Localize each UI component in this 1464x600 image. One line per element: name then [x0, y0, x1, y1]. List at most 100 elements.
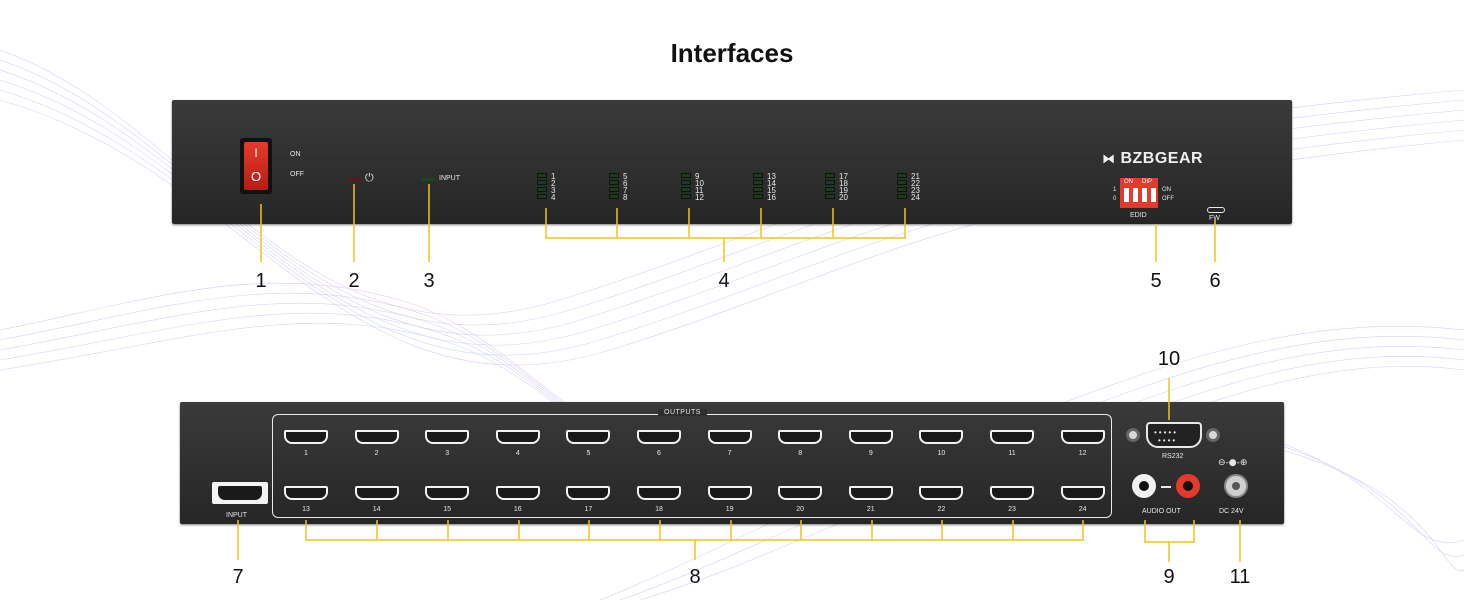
dc-polarity-symbol: ⊖-●-⊕: [1218, 458, 1248, 468]
dip-switch-1[interactable]: [1124, 188, 1129, 202]
hdmi-output-port[interactable]: 23: [990, 486, 1034, 513]
rs232-screw-right: [1206, 428, 1220, 442]
hdmi-output-port[interactable]: 13: [284, 486, 328, 513]
hdmi-output-port[interactable]: 11: [990, 430, 1034, 457]
hdmi-output-port[interactable]: 22: [919, 486, 964, 513]
output-led-label: 15: [767, 186, 776, 195]
audio-divider: [1161, 486, 1171, 488]
hdmi-output-port[interactable]: 2: [354, 430, 399, 457]
hdmi-output-port[interactable]: 21: [848, 486, 893, 513]
callout-9: 9: [1163, 566, 1175, 588]
hdmi-connector: [566, 430, 611, 444]
output-led: [681, 173, 691, 178]
hdmi-output-port[interactable]: 16: [495, 486, 540, 513]
callout-8: 8: [689, 566, 701, 588]
hdmi-output-port[interactable]: 7: [707, 430, 752, 457]
hdmi-output-port[interactable]: 19: [707, 486, 752, 513]
rocker-on-mark: I: [254, 146, 258, 160]
callout-5: 5: [1150, 270, 1162, 292]
hdmi-output-number: 9: [868, 450, 873, 457]
hdmi-output-port[interactable]: 4: [495, 430, 540, 457]
hdmi-output-port[interactable]: 5: [566, 430, 611, 457]
hdmi-output-number: 2: [374, 450, 379, 457]
hdmi-output-port[interactable]: 8: [778, 430, 823, 457]
output-led-label: 13: [767, 172, 776, 181]
hdmi-output-port[interactable]: 12: [1060, 430, 1105, 457]
hdmi-connector: [707, 430, 752, 444]
rs232-screw-left: [1126, 428, 1140, 442]
output-led-label: 1: [551, 172, 556, 181]
output-led: [537, 194, 547, 199]
audio-out-right-jack[interactable]: [1176, 474, 1200, 498]
output-led: [681, 194, 691, 199]
hdmi-connector: [425, 486, 470, 500]
hdmi-output-number: 20: [796, 506, 805, 513]
hdmi-output-port[interactable]: 3: [425, 430, 470, 457]
output-led: [609, 194, 619, 199]
dip-right-on: ON: [1162, 187, 1171, 193]
hdmi-output-number: 3: [445, 450, 450, 457]
dip-switch-3[interactable]: [1142, 188, 1147, 202]
brand-logo-mark: ⧓: [1102, 152, 1116, 167]
callout-1: 1: [255, 270, 267, 292]
hdmi-connector: [990, 486, 1034, 500]
output-led: [609, 180, 619, 185]
hdmi-output-number: 13: [302, 506, 310, 513]
output-led: [753, 173, 763, 178]
rocker-off-mark: O: [250, 169, 262, 184]
brand-logo: ⧓ BZBGEAR: [1102, 150, 1203, 168]
hdmi-connector: [284, 430, 328, 444]
hdmi-output-port[interactable]: 20: [778, 486, 823, 513]
fw-label: FW: [1209, 215, 1220, 222]
callout-2: 2: [348, 270, 360, 292]
callout-11: 11: [1229, 566, 1251, 588]
output-led: [537, 187, 547, 192]
hdmi-output-number: 18: [655, 506, 663, 513]
hdmi-input-port[interactable]: [212, 482, 268, 504]
dc-label: DC 24V: [1219, 508, 1244, 515]
power-icon: ⏻: [365, 171, 374, 184]
output-led: [897, 187, 907, 192]
power-rocker-switch[interactable]: I O: [240, 138, 272, 194]
hdmi-output-port[interactable]: 17: [566, 486, 611, 513]
audio-out-left-jack[interactable]: [1132, 474, 1156, 498]
hdmi-output-port[interactable]: 9: [848, 430, 893, 457]
output-led-label: 9: [695, 172, 700, 181]
dip-right-off: OFF: [1162, 196, 1174, 202]
switch-on-label: ON: [290, 151, 301, 158]
hdmi-connector: [637, 430, 681, 444]
output-led-label: 22: [911, 179, 920, 188]
output-led: [681, 187, 691, 192]
output-led-label: 21: [911, 172, 920, 181]
hdmi-output-port[interactable]: 24: [1060, 486, 1105, 513]
output-led-label: 20: [839, 193, 848, 202]
hdmi-output-number: 17: [584, 506, 593, 513]
edid-dip-switch[interactable]: ON DIP: [1120, 178, 1158, 208]
dip-switch-2[interactable]: [1133, 188, 1138, 202]
output-led: [897, 173, 907, 178]
input-led: [421, 178, 435, 181]
rs232-port[interactable]: ••••• ••••: [1146, 422, 1202, 448]
hdmi-output-port[interactable]: 15: [425, 486, 470, 513]
callout-4: 4: [718, 270, 730, 292]
fw-usb-port[interactable]: [1207, 207, 1225, 213]
hdmi-output-port[interactable]: 6: [637, 430, 681, 457]
hdmi-output-port[interactable]: 10: [919, 430, 964, 457]
hdmi-output-port[interactable]: 14: [354, 486, 399, 513]
output-led-label: 16: [767, 193, 776, 202]
power-led: [348, 178, 362, 181]
hdmi-output-port[interactable]: 18: [637, 486, 681, 513]
hdmi-connector: [1060, 430, 1105, 444]
dip-switch-4[interactable]: [1151, 188, 1156, 202]
input-led-label: INPUT: [439, 175, 460, 182]
dc-power-jack[interactable]: [1224, 474, 1248, 498]
output-led: [753, 180, 763, 185]
hdmi-output-port[interactable]: 1: [284, 430, 328, 457]
output-led: [753, 187, 763, 192]
